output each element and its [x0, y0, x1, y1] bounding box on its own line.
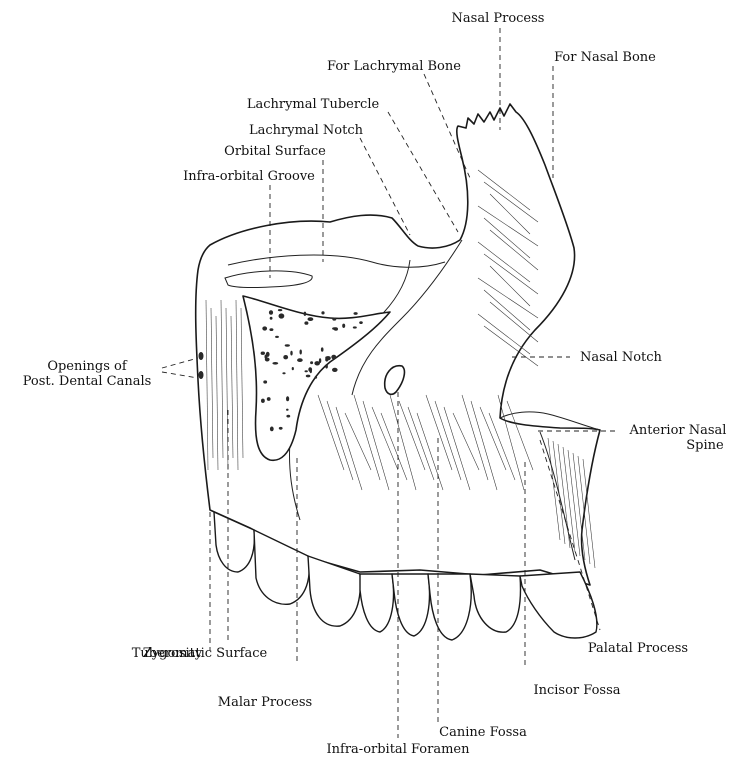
label-nasal-process: Nasal Process: [452, 11, 545, 26]
leader-openings-upper: [162, 358, 198, 368]
bone-pore: [286, 415, 290, 418]
tooth-lateral-incisor: [470, 574, 520, 632]
label-malar-process: Malar Process: [218, 695, 312, 710]
bone-pore: [310, 361, 313, 364]
bone-pore: [270, 427, 274, 432]
label-anterior-nasal-line1: Anterior Nasal: [629, 423, 727, 438]
bone-pore: [285, 344, 290, 346]
bone-pore: [359, 321, 363, 324]
label-canine-fossa: Canine Fossa: [439, 725, 527, 740]
bone-pore: [297, 358, 303, 362]
bone-pore: [321, 347, 324, 351]
label-infra-orbital-foramen: Infra-orbital Foramen: [327, 742, 471, 757]
bone-pore: [267, 397, 271, 401]
label-lachrymal-tubercle: Lachrymal Tubercle: [247, 97, 380, 112]
bone-pore: [261, 352, 265, 355]
bone-pore: [332, 368, 338, 372]
bone-pore: [305, 370, 308, 372]
bone-pore: [325, 364, 328, 369]
bone-pore: [269, 328, 273, 331]
bone-pore: [286, 396, 289, 401]
bone-pore: [308, 367, 312, 372]
leader-openings-lower: [162, 372, 198, 378]
label-anterior-nasal-line2: Spine: [686, 438, 724, 453]
bone-pore: [353, 326, 357, 328]
bone-pore: [286, 409, 289, 411]
leader-lachrymal-tubercle: [388, 112, 458, 232]
bone-pore: [314, 361, 320, 365]
bone-pore: [269, 310, 273, 315]
bone-pore: [275, 336, 279, 338]
bone-pore: [315, 376, 317, 379]
label-for-nasal-bone: For Nasal Bone: [554, 50, 656, 65]
bone-pore: [261, 399, 265, 403]
bone-pore: [282, 372, 285, 374]
bone-pore: [270, 317, 273, 320]
bone-pore: [272, 362, 278, 365]
label-incisor-fossa: Incisor Fossa: [533, 683, 620, 698]
label-lachrymal-notch: Lachrymal Notch: [249, 123, 364, 138]
bone-pore: [300, 350, 302, 355]
bone-pore: [279, 427, 283, 430]
bone-pore: [304, 312, 307, 316]
label-for-lachrymal-bone: For Lachrymal Bone: [327, 59, 461, 74]
bone-pore: [354, 312, 358, 315]
dental-canal-opening-upper: [199, 352, 204, 360]
bone-pore: [308, 317, 314, 321]
bone-pore: [290, 351, 292, 356]
bone-pore: [283, 355, 288, 359]
bone-pore: [332, 318, 336, 321]
bone-pore: [292, 367, 294, 370]
label-orbital-surface: Orbital Surface: [224, 144, 326, 159]
label-openings-line2: Post. Dental Canals: [23, 374, 152, 389]
label-infra-orbital-groove: Infra-orbital Groove: [183, 169, 315, 184]
tooth-central-incisor: [520, 572, 597, 638]
bone-pore: [331, 355, 336, 360]
bone-pore: [342, 324, 345, 328]
bone-pore: [306, 375, 311, 378]
bone-pore: [304, 321, 308, 324]
bone-pore: [278, 309, 282, 311]
tooth-premolar-2: [360, 574, 394, 632]
bone-pore: [325, 356, 330, 359]
bone-pore: [321, 311, 324, 314]
label-zygomatic-surface: Zygomatic Surface: [143, 646, 268, 661]
bone-pore: [263, 380, 267, 383]
bone-pore: [262, 326, 267, 330]
bone-pore: [265, 355, 268, 359]
dental-canal-opening-lower: [199, 371, 204, 379]
label-openings-line1: Openings of: [47, 359, 128, 374]
bone-pore: [279, 313, 285, 318]
label-nasal-notch: Nasal Notch: [580, 350, 663, 365]
label-palatal-process: Palatal Process: [588, 641, 688, 656]
bone-pore: [332, 327, 337, 330]
tooth-canine: [428, 574, 471, 640]
